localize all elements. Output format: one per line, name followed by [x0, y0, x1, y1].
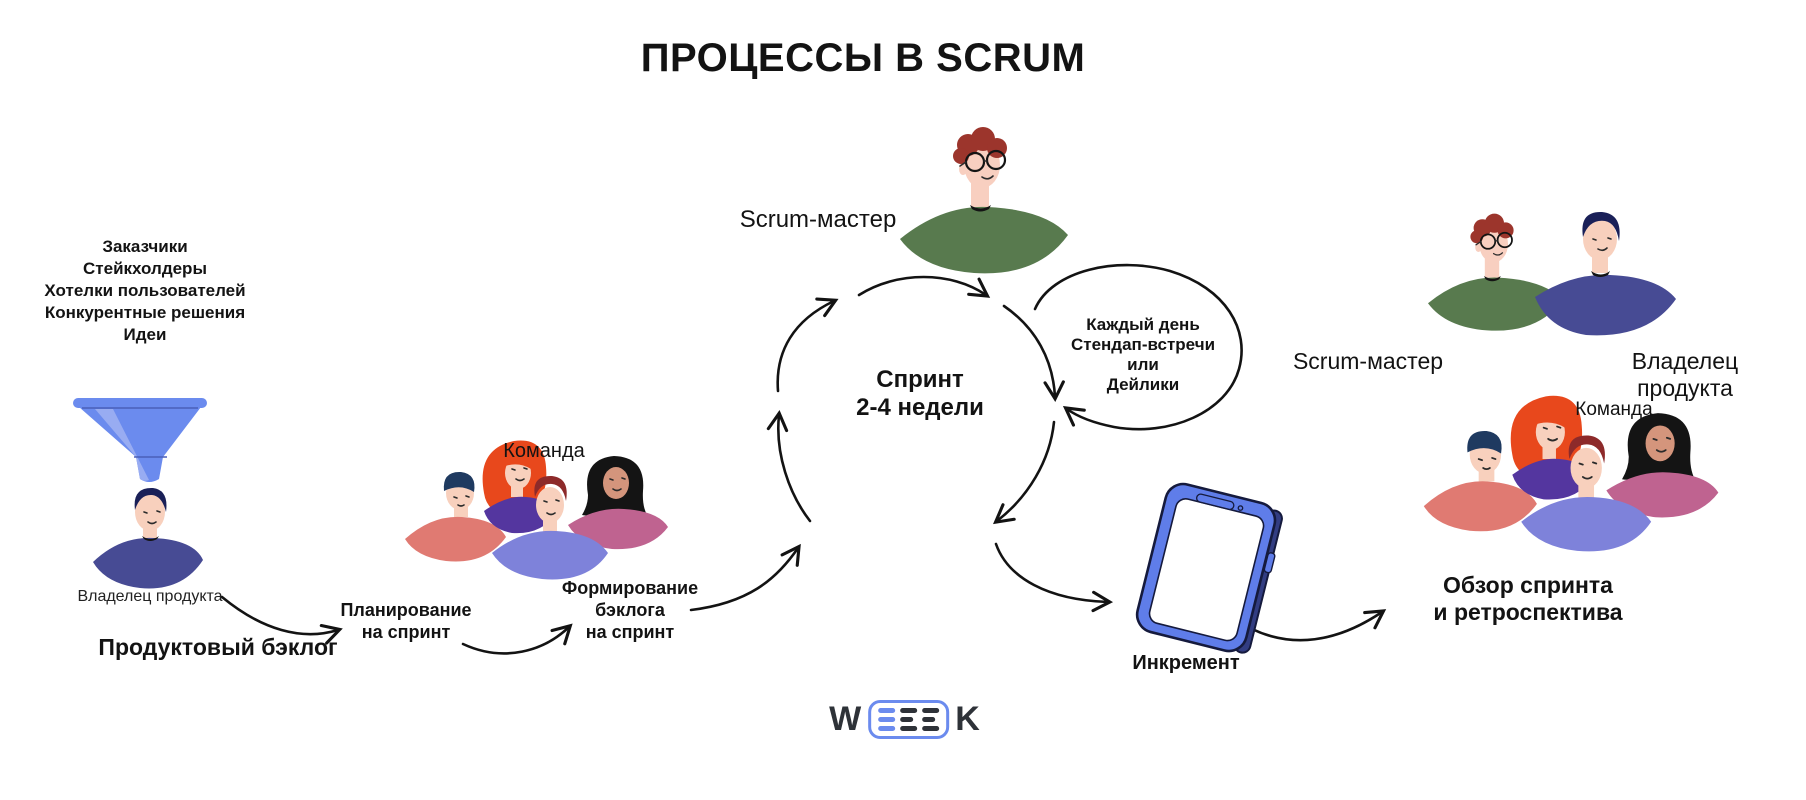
sprint-review-label: Обзор спринта и ретроспектива: [1433, 572, 1623, 625]
daily-loop-arrow: [1033, 263, 1243, 431]
logo-e-dark-icon: [922, 708, 940, 731]
logo-letter-w: W: [829, 700, 863, 738]
team-label-right: Команда: [1575, 399, 1653, 420]
product-owner-caption: Владелец продукта: [77, 588, 223, 605]
smartphone-icon: [1135, 482, 1283, 654]
backlog-input-item: Заказчики: [102, 237, 188, 256]
page-title: ПРОЦЕССЫ В SCRUM: [640, 36, 1086, 80]
backlog-input-item: Стейкхолдеры: [83, 259, 207, 278]
backlog-input-item: Идеи: [123, 325, 167, 344]
review-pair-illustration: [1427, 211, 1676, 336]
weeek-logo: W K: [829, 700, 981, 739]
sprint-cycle-arrows: [766, 275, 1065, 525]
logo-e-box: [868, 700, 950, 739]
team-label-left: Команда: [503, 440, 585, 462]
scrum-master-label-right: Scrum-мастер: [1292, 348, 1444, 374]
backlog-forming-label: Формирование бэклога на спринт: [561, 578, 699, 642]
product-owner-illustration: [93, 487, 203, 589]
scrum-master-illustration: [898, 125, 1070, 275]
daily-standup-label: Каждый день Стендап-встречи или Дейлики: [1070, 315, 1216, 394]
backlog-input-item: Конкурентные решения: [44, 303, 246, 322]
flow-arrows: [220, 542, 1387, 655]
backlog-input-item: Хотелки пользователей: [44, 281, 246, 300]
funnel-icon: [73, 398, 207, 482]
sprint-planning-label: Планирование на спринт: [340, 600, 472, 642]
product-owner-label-right: Владелец продукта: [1631, 348, 1739, 401]
increment-label: Инкремент: [1132, 652, 1240, 674]
sprint-cycle-label: Спринт 2-4 недели: [856, 366, 984, 421]
logo-e-dark-icon: [900, 708, 918, 731]
logo-e-blue-icon: [878, 708, 896, 731]
product-backlog-label: Продуктовый бэклог: [98, 634, 338, 660]
logo-letter-k: K: [955, 700, 981, 738]
backlog-input-list: Заказчики Стейкхолдеры Хотелки пользоват…: [44, 236, 245, 346]
scrum-master-label-center: Scrum-мастер: [739, 206, 897, 233]
team-illustration: [1422, 394, 1720, 553]
